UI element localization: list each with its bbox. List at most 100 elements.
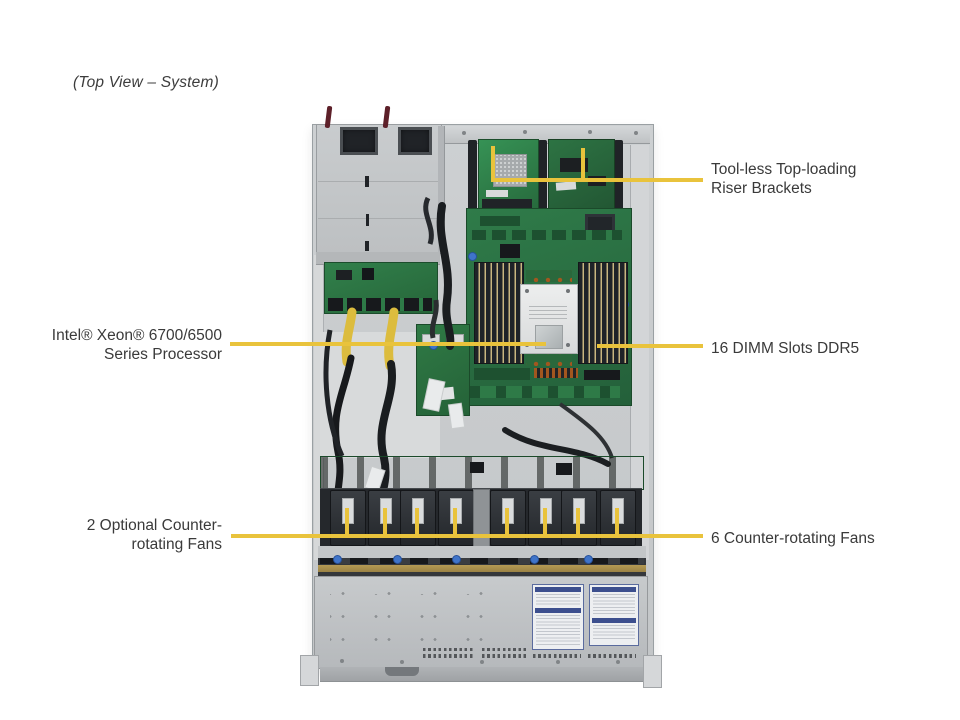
riser-left-sticker	[486, 190, 508, 197]
cable-black	[423, 196, 434, 245]
heatsink-screw	[566, 343, 570, 347]
psu-bay-seam	[318, 181, 438, 182]
spec-label-header	[592, 587, 636, 592]
psu-bay-slot	[365, 176, 369, 187]
callout-line-riser-vertical-2	[581, 148, 585, 182]
callout-line-processor	[230, 342, 546, 346]
cable-yellow-sleeve	[384, 307, 399, 371]
mb-component	[500, 244, 520, 258]
riser-bracket-rail	[538, 140, 547, 212]
fan-board-chip	[470, 462, 484, 473]
cable-black	[558, 402, 614, 459]
riser-left-edge-connector	[482, 199, 532, 209]
fan-control-board	[320, 456, 644, 490]
pdb-chip	[362, 268, 374, 280]
psu-fan-grille	[340, 127, 378, 155]
cable-tag	[422, 378, 446, 412]
backplane-gold-edge	[318, 565, 646, 572]
front-screw	[556, 660, 560, 664]
cable-black	[436, 202, 455, 350]
spec-label-lines	[536, 594, 580, 606]
rear-screw	[523, 130, 527, 134]
psu-fan-grille	[398, 127, 432, 155]
front-vent	[482, 648, 528, 651]
cpu-clamp-top	[526, 270, 572, 282]
spec-label-header	[592, 618, 636, 623]
mb-blue-connector	[468, 252, 477, 261]
rear-screw	[588, 130, 592, 134]
heatsink-screw	[525, 289, 529, 293]
mb-power-header	[534, 368, 578, 378]
cable-tag	[447, 402, 466, 430]
front-lip-notch	[385, 667, 419, 676]
front-vent	[533, 654, 581, 658]
callout-tick-fan-6	[543, 508, 547, 538]
mb-slot-row	[472, 230, 622, 240]
callout-label-processor: Intel® Xeon® 6700/6500 Series Processor	[52, 326, 222, 364]
callout-label-fans: 6 Counter-rotating Fans	[711, 530, 875, 547]
backplane-capacitor	[333, 555, 342, 564]
heatsink-screw	[566, 289, 570, 293]
callout-label-optional-fans: 2 Optional Counter- rotating Fans	[87, 516, 222, 554]
front-lip	[320, 667, 644, 682]
spec-label-left	[532, 584, 584, 650]
backplane-capacitor	[452, 555, 461, 564]
mid-chassis-strip	[318, 546, 646, 558]
mounting-ear-left	[300, 655, 319, 686]
spec-label-right	[589, 584, 639, 646]
mb-component	[480, 216, 520, 226]
processor-label-line2: Series Processor	[103, 346, 222, 363]
heatsink-label-text-lines	[529, 306, 567, 322]
cable-yellow-sleeve	[341, 307, 357, 367]
pdb-connector-row	[328, 298, 432, 311]
spec-label-header	[535, 608, 581, 613]
callout-line-riser-vertical-1	[491, 146, 495, 182]
spec-label-lines	[593, 594, 635, 616]
spec-label-header	[535, 587, 581, 592]
fan-board-chip	[556, 463, 572, 475]
rear-screw	[462, 131, 466, 135]
chassis-divider-rib	[438, 126, 445, 252]
callout-label-dimm: 16 DIMM Slots DDR5	[711, 340, 860, 357]
front-vent	[482, 654, 528, 658]
mb-connector	[474, 368, 530, 380]
front-vent	[588, 654, 636, 658]
figure-title: (Top View – System)	[73, 74, 219, 91]
psu-bay-slot	[366, 214, 369, 226]
psu-bay-slot	[365, 241, 369, 251]
front-vent	[423, 648, 475, 651]
mb-connector	[584, 370, 620, 380]
front-screw	[480, 660, 484, 664]
front-screw	[340, 659, 344, 663]
rear-screw	[634, 131, 638, 135]
riser-label-line1: Tool-less Top-loading	[711, 161, 857, 178]
riser-label-line2: Riser Brackets	[711, 180, 812, 197]
callout-line-dimm	[597, 344, 703, 348]
psu-bay	[316, 124, 442, 254]
front-screw	[400, 660, 404, 664]
backplane-capacitor	[393, 555, 402, 564]
callout-line-fans-horizontal	[231, 534, 703, 538]
mounting-ear-right	[643, 655, 662, 688]
optional-fans-label-line1: 2 Optional Counter-	[86, 517, 222, 534]
riser-bracket-rail	[468, 140, 477, 212]
callout-tick-fan-1	[345, 508, 349, 538]
spec-label-lines	[536, 615, 580, 645]
front-cover-rivets	[330, 594, 510, 654]
spec-label-lines	[593, 625, 635, 641]
dimm-bank-left	[474, 262, 524, 364]
psu-bay-seam	[318, 218, 438, 219]
callout-tick-fan-2	[383, 508, 387, 538]
cpu-clamp-bottom	[526, 354, 572, 366]
processor-label-line1: Intel® Xeon® 6700/6500	[51, 327, 222, 344]
front-screw	[616, 660, 620, 664]
backplane-capacitor	[530, 555, 539, 564]
callout-tick-fan-7	[576, 508, 580, 538]
mb-edge-components	[470, 386, 620, 398]
callout-tick-fan-5	[505, 508, 509, 538]
optional-fans-label-line2: rotating Fans	[131, 536, 222, 553]
callout-tick-fan-8	[615, 508, 619, 538]
callout-line-riser-horizontal	[491, 178, 703, 182]
callout-tick-fan-4	[453, 508, 457, 538]
